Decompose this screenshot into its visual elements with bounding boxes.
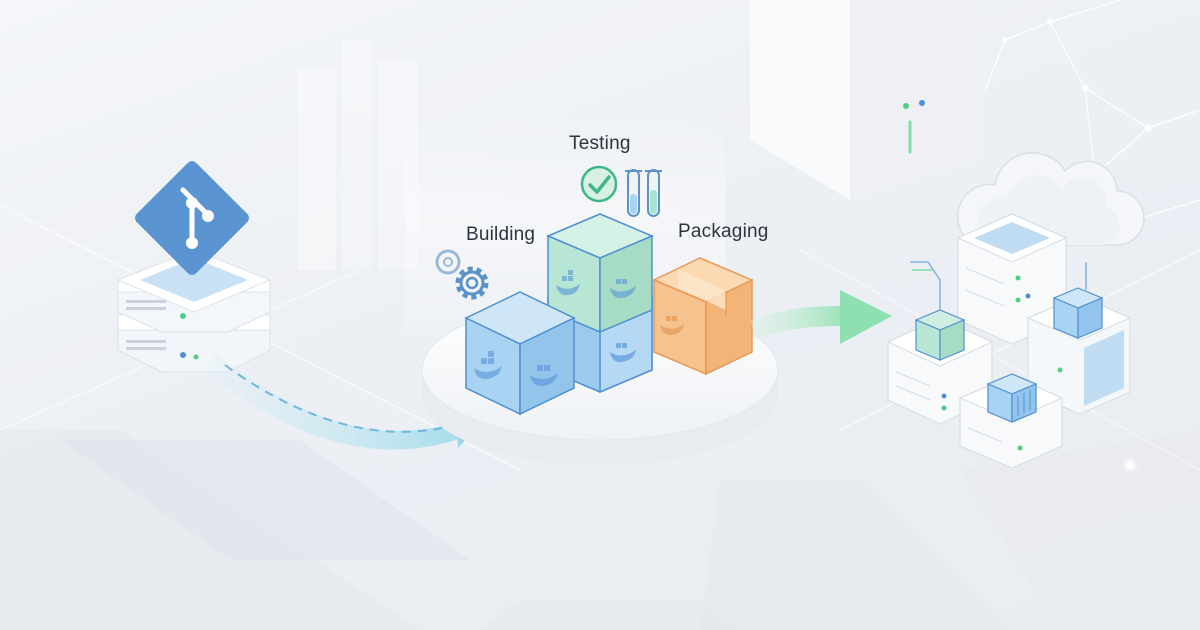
check-circle-icon <box>580 165 618 203</box>
building-cube <box>464 291 576 416</box>
git-branch-icon <box>135 161 249 275</box>
source-server <box>116 249 272 373</box>
whale-icon <box>660 316 684 336</box>
stage-label-testing: Testing <box>569 133 631 154</box>
testing-cube <box>546 213 654 334</box>
whale-icon <box>556 270 636 299</box>
deployed-containers <box>910 261 1104 423</box>
stage-label-building: Building <box>466 224 536 245</box>
container-cube <box>914 309 966 361</box>
container-cubes <box>464 213 754 416</box>
deploy-servers <box>886 213 1132 469</box>
test-tube-icon <box>625 169 662 217</box>
background-tower <box>750 0 980 200</box>
container-cube <box>986 373 1038 423</box>
package-box-icon <box>652 257 754 376</box>
whale-icon <box>610 343 636 363</box>
whale-icon <box>474 351 558 387</box>
background-planes <box>0 204 1200 630</box>
deploy-arrow <box>750 290 892 344</box>
gear-icon <box>435 249 489 300</box>
stage-label-packaging: Packaging <box>678 221 769 242</box>
connector-lines <box>910 261 1087 310</box>
container-cube <box>1052 287 1104 339</box>
